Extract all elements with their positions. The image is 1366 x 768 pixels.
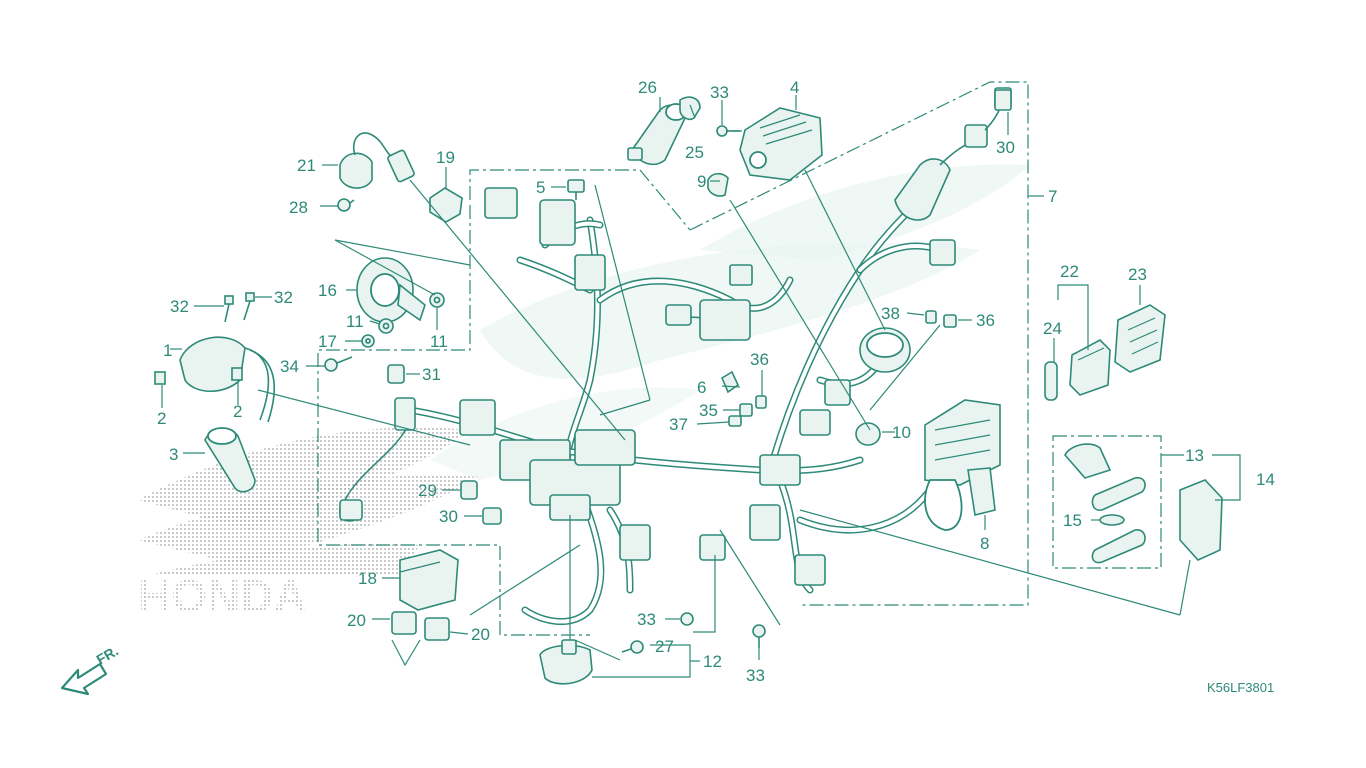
part-15-battery bbox=[1099, 514, 1125, 526]
callout-5: 5 bbox=[536, 178, 545, 197]
part-6-clip bbox=[720, 370, 740, 394]
callout-8: 8 bbox=[980, 534, 989, 553]
part-31-connector bbox=[387, 364, 405, 384]
part-26-ignition-switch bbox=[627, 103, 687, 166]
part-2-clips bbox=[154, 367, 243, 385]
callout-28: 28 bbox=[289, 198, 308, 217]
part-23-unit bbox=[1114, 304, 1166, 373]
part-20-relays bbox=[391, 611, 450, 641]
callout-11: 11 bbox=[430, 332, 448, 351]
part-36-clip-b bbox=[943, 314, 957, 328]
callout-37: 37 bbox=[669, 415, 688, 434]
front-direction-arrow: FR. bbox=[60, 642, 122, 696]
callout-6: 6 bbox=[697, 378, 706, 397]
part-18-relay bbox=[399, 549, 459, 611]
part-34-bolt bbox=[324, 356, 353, 372]
part-33-bolt-lower-1 bbox=[680, 612, 694, 626]
part-24-seal bbox=[1044, 361, 1058, 401]
part-33-bolt-lower-2 bbox=[752, 624, 766, 648]
part-13-fob-parts bbox=[1064, 443, 1146, 564]
callout-30: 30 bbox=[996, 138, 1015, 157]
callout-11: 11 bbox=[346, 312, 364, 331]
callout-17: 17 bbox=[318, 332, 337, 351]
callout-36: 36 bbox=[750, 350, 769, 369]
part-11-washers bbox=[378, 292, 445, 334]
part-1-switch-housing bbox=[179, 336, 275, 423]
part-38-clip bbox=[925, 310, 937, 324]
part-10-grommet bbox=[855, 422, 881, 446]
callout-2: 2 bbox=[233, 402, 242, 421]
fuse-box bbox=[924, 399, 1001, 531]
callout-2: 2 bbox=[157, 409, 166, 428]
callout-9: 9 bbox=[697, 172, 706, 191]
callout-33: 33 bbox=[746, 666, 765, 685]
part-30-connector-upper bbox=[994, 89, 1012, 111]
part-22-unit bbox=[1069, 339, 1111, 396]
round-connector-block bbox=[859, 327, 911, 373]
callout-23: 23 bbox=[1128, 265, 1147, 284]
part-32-bolts bbox=[224, 292, 255, 323]
callout-4: 4 bbox=[790, 78, 799, 97]
callout-38: 38 bbox=[881, 304, 900, 323]
callout-25: 25 bbox=[685, 143, 704, 162]
part-37-clip bbox=[728, 415, 742, 427]
part-36-clip-a bbox=[755, 395, 767, 409]
callout-33: 33 bbox=[637, 610, 656, 629]
callout-16: 16 bbox=[318, 281, 337, 300]
part-8-cover bbox=[967, 467, 996, 516]
callout-1: 1 bbox=[163, 341, 172, 360]
callout-15: 15 bbox=[1063, 511, 1082, 530]
arrow-left-icon bbox=[60, 662, 108, 696]
front-label: FR. bbox=[94, 642, 122, 667]
part-19-connector bbox=[429, 187, 463, 223]
callout-29: 29 bbox=[418, 481, 437, 500]
callout-31: 31 bbox=[422, 365, 441, 384]
callout-22: 22 bbox=[1060, 262, 1079, 281]
callout-33: 33 bbox=[710, 83, 729, 102]
callout-32: 32 bbox=[170, 297, 189, 316]
part-5-clip bbox=[567, 179, 585, 200]
assembly-outlines bbox=[317, 81, 1162, 636]
callout-21: 21 bbox=[297, 156, 316, 175]
part-30-connector-lower bbox=[482, 507, 502, 525]
callout-35: 35 bbox=[699, 401, 718, 420]
part-17-washer bbox=[361, 334, 375, 348]
part-14-smart-unit bbox=[1179, 479, 1223, 561]
callout-27: 27 bbox=[655, 637, 674, 656]
callout-36: 36 bbox=[976, 311, 995, 330]
callout-26: 26 bbox=[638, 78, 657, 97]
part-28-bolt bbox=[337, 198, 355, 212]
leader-lines bbox=[161, 95, 1241, 678]
callout-24: 24 bbox=[1043, 319, 1062, 338]
callout-12: 12 bbox=[703, 652, 722, 671]
callout-20: 20 bbox=[347, 611, 366, 630]
part-29-connector bbox=[460, 480, 478, 500]
callout-19: 19 bbox=[436, 148, 455, 167]
part-12-bracket bbox=[539, 639, 593, 685]
part-3-handle bbox=[204, 427, 256, 493]
part-16-horn bbox=[356, 257, 426, 323]
watermark-text: HONDA bbox=[138, 570, 307, 622]
part-9-clamp bbox=[707, 172, 729, 197]
callout-34: 34 bbox=[280, 357, 299, 376]
callout-14: 14 bbox=[1256, 470, 1275, 489]
part-25-clip bbox=[679, 96, 701, 121]
part-4-cover bbox=[739, 107, 823, 181]
callout-20: 20 bbox=[471, 625, 490, 644]
callout-30: 30 bbox=[439, 507, 458, 526]
diagram-code: K56LF3801 bbox=[1207, 680, 1274, 695]
part-21-sensor bbox=[339, 132, 415, 189]
callout-32: 32 bbox=[274, 288, 293, 307]
left-lower-lead bbox=[339, 499, 363, 522]
callout-18: 18 bbox=[358, 569, 377, 588]
part-27-bolt bbox=[621, 640, 644, 654]
callout-3: 3 bbox=[169, 445, 178, 464]
main-wire-harness bbox=[344, 87, 1012, 626]
callout-labels: 1 2 2 3 4 5 6 7 8 9 10 11 11 12 13 14 15… bbox=[157, 78, 1275, 685]
callout-10: 10 bbox=[892, 423, 911, 442]
callout-7: 7 bbox=[1048, 187, 1057, 206]
part-35-clip bbox=[739, 403, 753, 417]
callout-13: 13 bbox=[1185, 446, 1204, 465]
